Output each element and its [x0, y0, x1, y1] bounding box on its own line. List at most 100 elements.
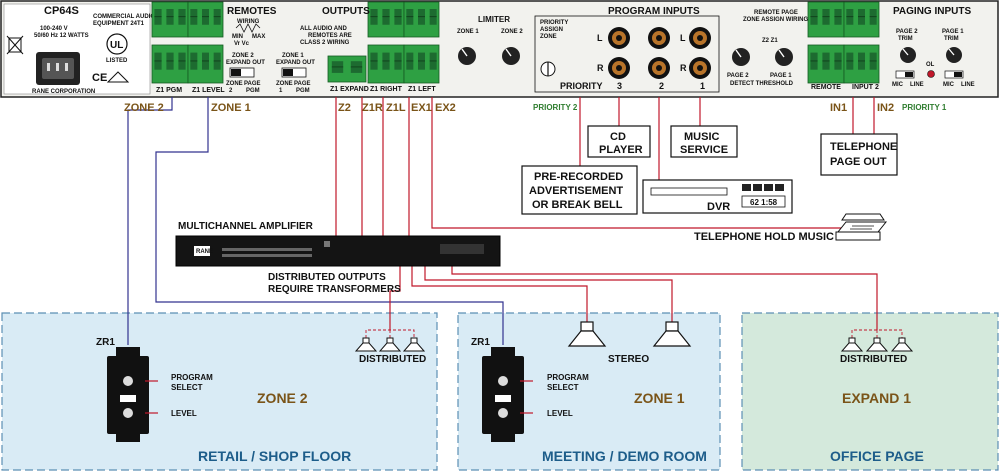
priority-label: PRIORITY	[560, 81, 603, 91]
terminal-block-remote-b-top[interactable]	[187, 1, 224, 38]
input2-num: 2	[659, 81, 664, 91]
remotes-title: REMOTES	[227, 6, 277, 17]
rca-jack-icon[interactable]	[648, 57, 670, 79]
rca-jack-icon[interactable]	[648, 27, 670, 49]
telephone-page-line1: TELEPHONE	[830, 141, 897, 153]
terminal-block-z1-right[interactable]	[367, 44, 405, 84]
terminal-block-remote-a-top[interactable]	[151, 1, 189, 38]
zone1-remote-icon[interactable]	[482, 347, 524, 442]
cd-player-line2: PLAYER	[599, 144, 643, 156]
zone2-level: LEVEL	[171, 409, 197, 418]
zone2-remote-icon[interactable]	[107, 347, 149, 442]
limiter-zone1: ZONE 1	[457, 29, 479, 35]
zone1-remote-label: ZR1	[471, 337, 490, 348]
limiter-zone2-knob[interactable]	[502, 47, 520, 65]
limiter-zone1-knob[interactable]	[458, 47, 476, 65]
zone2-remote-label: ZR1	[96, 337, 115, 348]
dvr-device	[642, 179, 793, 214]
wire-label-z1r: Z1R	[362, 102, 383, 114]
rca-jack-icon[interactable]	[608, 27, 630, 49]
dvr-display: 62 1:58	[750, 198, 778, 207]
priority-assign2: ASSIGN	[540, 27, 563, 33]
detect-page1: PAGE 1	[770, 73, 792, 79]
input2-label: INPUT 2	[852, 84, 879, 91]
wire-label-z1l: Z1L	[386, 102, 406, 114]
wiring-terms: Vr Vc	[234, 41, 250, 47]
outputs-note3: CLASS 2 WIRING	[300, 40, 350, 46]
rca-jack-icon[interactable]	[689, 57, 711, 79]
terminal-block-remote-page[interactable]	[807, 1, 845, 38]
terminal-block-remote[interactable]	[807, 44, 845, 84]
distributed-speaker-wiring	[365, 329, 903, 338]
page1-trim-knob[interactable]	[946, 47, 962, 63]
ce-mark-icon: CE	[92, 72, 107, 84]
terminal-block-out-b-top[interactable]	[403, 1, 440, 38]
ceiling-speaker-icon	[840, 337, 864, 352]
prerecorded-box	[521, 165, 638, 215]
device-spec1: 100-240 V	[40, 26, 68, 32]
paging-inputs-title: PAGING INPUTS	[893, 6, 971, 17]
rca-r2-label: R	[680, 63, 687, 73]
ceiling-speaker-icon	[865, 337, 889, 352]
wire-label-z2: Z2	[338, 102, 351, 114]
detect-page2: PAGE 2	[727, 73, 749, 79]
page2-detect-knob[interactable]	[732, 48, 750, 66]
wiring-min: MIN	[232, 34, 243, 40]
ol-label: OL	[926, 62, 935, 68]
priority-assign3: ZONE	[540, 34, 557, 40]
zone1-title: MEETING / DEMO ROOM	[542, 448, 707, 464]
terminal-block-z1-level[interactable]	[187, 44, 224, 84]
priority-assign-dial[interactable]	[540, 61, 556, 77]
telephone-page-box	[820, 133, 898, 176]
stereo-speaker-right-icon	[652, 321, 692, 347]
music-service-box	[670, 125, 738, 158]
zone2-speakers-label: DISTRIBUTED	[359, 354, 426, 365]
rca-jack-icon[interactable]	[608, 57, 630, 79]
zone1-mode-switch[interactable]	[281, 67, 307, 78]
amplifier-logo: RANE	[196, 249, 213, 255]
hold-music-label: TELEPHONE HOLD MUSIC	[694, 231, 834, 243]
terminal-block-z1-pgm[interactable]	[151, 44, 189, 84]
remote-page-terms: Z2 Z1	[762, 38, 778, 44]
zone2-mode-switch[interactable]	[229, 67, 255, 78]
cd-player-box	[587, 125, 651, 158]
limiter-zone2: ZONE 2	[501, 29, 523, 35]
ceiling-speaker-icon	[890, 337, 914, 352]
page2-trim-knob[interactable]	[900, 47, 916, 63]
z1-expand-out-label: Z1 EXPAND	[330, 86, 369, 93]
program-inputs-title: PROGRAM INPUTS	[608, 6, 700, 17]
z1-pgm-label: Z1 PGM	[156, 87, 182, 94]
power-inlet-icon[interactable]	[36, 52, 80, 85]
terminal-block-input2-top[interactable]	[843, 1, 880, 38]
sw1-pgm: PGM	[296, 88, 310, 94]
page1-mic-line-switch[interactable]	[944, 70, 964, 79]
ceiling-speaker-icon	[354, 337, 378, 352]
page2-mic-line-switch[interactable]	[895, 70, 915, 79]
rca-l-label: L	[597, 33, 603, 43]
sw1-page: PAGE	[294, 81, 311, 87]
page2-mic: MIC	[892, 82, 904, 88]
input1-num: 1	[700, 81, 705, 91]
page1-detect-knob[interactable]	[775, 48, 793, 66]
dvr-label: DVR	[707, 201, 730, 213]
rca-jack-icon[interactable]	[689, 27, 711, 49]
terminal-blocks	[151, 1, 880, 84]
prerecorded-line1: PRE-RECORDED	[534, 171, 623, 183]
device-spec2: 50/60 Hz 12 WATTS	[34, 33, 89, 39]
outputs-note1: ALL AUDIO AND	[300, 26, 347, 32]
terminal-block-input2[interactable]	[843, 44, 880, 84]
wire-label-ex1: EX1	[411, 102, 432, 114]
terminal-block-z1-expand[interactable]	[327, 55, 367, 83]
terminal-block-out-a-top[interactable]	[367, 1, 405, 38]
outputs-note2: REMOTES ARE	[308, 33, 352, 39]
terminal-block-z1-left[interactable]	[403, 44, 440, 84]
wire-label-zone1: ZONE 1	[211, 102, 251, 114]
rca-jacks	[608, 27, 711, 79]
device-corp: RANE CORPORATION	[32, 89, 95, 95]
zone1-program: PROGRAM	[547, 373, 589, 382]
svg-text:UL: UL	[110, 40, 123, 51]
page1-line: LINE	[961, 82, 975, 88]
rca-r-label: R	[597, 63, 604, 73]
prerecorded-line2: ADVERTISEMENT	[529, 185, 623, 197]
